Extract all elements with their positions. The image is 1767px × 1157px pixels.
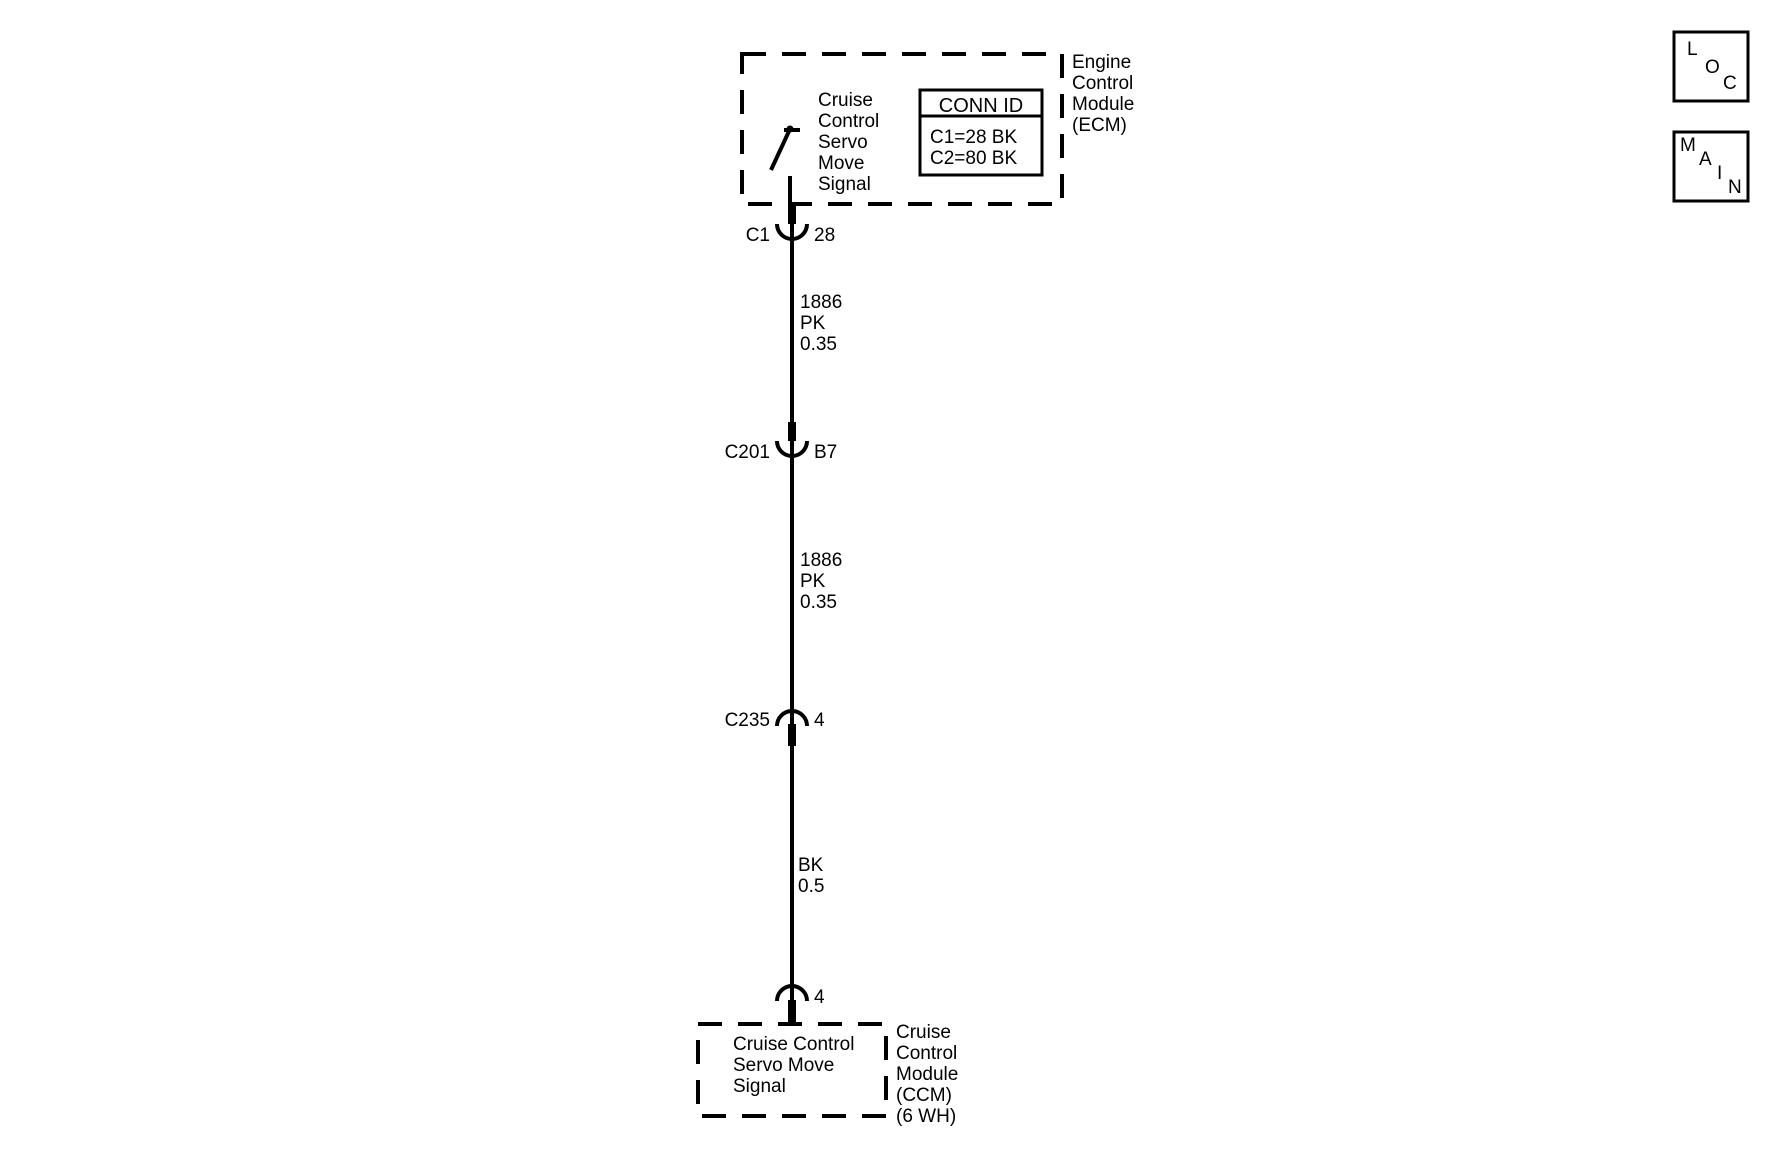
ccm-boundary bbox=[696, 1022, 888, 1118]
ccm-signal-label: Cruise Control Servo Move Signal bbox=[733, 1034, 860, 1097]
main-letter: A bbox=[1699, 149, 1712, 170]
conn-id-title: CONN ID bbox=[939, 95, 1023, 117]
connector-name: C1 bbox=[746, 225, 770, 246]
wire-label: BK 0.5 bbox=[798, 855, 829, 897]
loc-letter: C bbox=[1723, 73, 1737, 94]
connector-ccm: 4 bbox=[775, 984, 825, 1022]
conn-id-lines: C1=28 BK C2=80 BK bbox=[930, 127, 1022, 169]
main-letter: N bbox=[1728, 177, 1742, 198]
wire-label: 1886 PK 0.35 bbox=[800, 550, 848, 613]
connector-pin: B7 bbox=[814, 442, 837, 463]
connector-name: C201 bbox=[725, 442, 770, 463]
ecm-name: Engine Control Module (ECM) bbox=[1072, 52, 1140, 136]
connector-pin: 28 bbox=[814, 225, 835, 246]
ccm-name: Cruise Control Module (CCM) (6 WH) bbox=[896, 1022, 964, 1127]
ecm-component: Engine Control Module (ECM) Cruise Contr… bbox=[740, 52, 1140, 206]
connector-c201: C201 B7 bbox=[725, 422, 837, 463]
ccm-component: Cruise Control Servo Move Signal Cruise … bbox=[696, 1022, 964, 1127]
ecm-signal-label: Cruise Control Servo Move Signal bbox=[818, 90, 885, 195]
conn-id-table: CONN ID C1=28 BK C2=80 BK bbox=[918, 88, 1044, 177]
wire-label: 1886 PK 0.35 bbox=[800, 292, 848, 355]
connector-name: C235 bbox=[725, 710, 770, 731]
main-button[interactable]: M A I N bbox=[1672, 130, 1750, 203]
connector-pin: 4 bbox=[814, 987, 825, 1008]
loc-button[interactable]: L O C bbox=[1672, 30, 1750, 103]
connector-c235: C235 4 bbox=[725, 709, 825, 746]
conn-id-box bbox=[918, 88, 1044, 177]
main-letter: M bbox=[1680, 135, 1696, 156]
ecm-boundary bbox=[740, 52, 1064, 206]
ecm-switch-symbol bbox=[769, 125, 800, 205]
main-letter: I bbox=[1717, 163, 1722, 184]
loc-letter: O bbox=[1705, 57, 1720, 78]
loc-letter: L bbox=[1687, 39, 1698, 60]
connector-pin: 4 bbox=[814, 710, 825, 731]
connector-c1: C1 28 bbox=[746, 202, 835, 246]
